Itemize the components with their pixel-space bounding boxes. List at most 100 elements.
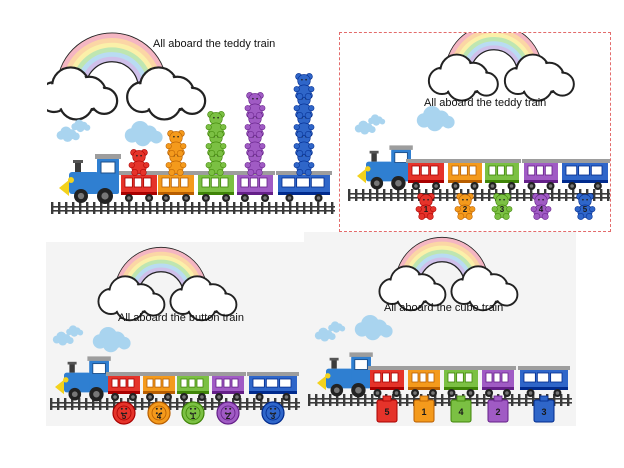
train-engine-icon (314, 321, 373, 398)
bear-leg (176, 150, 184, 157)
button-rim (185, 405, 201, 421)
wagon-window (536, 372, 550, 383)
wheel-hub (373, 180, 380, 187)
cowcatcher (55, 379, 64, 395)
smoke-cloud (368, 114, 386, 126)
wheel-hub (490, 184, 495, 188)
button-rim (265, 405, 281, 421)
bear-leg (216, 131, 224, 138)
railway-track (348, 189, 610, 201)
bear-leg (304, 131, 312, 138)
track-sleeper (362, 189, 365, 201)
number-label: 1 (424, 205, 429, 214)
engine-chimney-top (67, 361, 77, 365)
bear-leg (304, 93, 312, 100)
number-label: 5 (384, 407, 389, 417)
engine-boiler (69, 172, 99, 194)
number-label: 1 (421, 407, 426, 417)
wagon-window (451, 165, 460, 176)
track-sleeper (446, 189, 449, 201)
engine-window (100, 161, 116, 174)
engine-boiler (326, 368, 353, 389)
wagon-window (501, 372, 509, 383)
wagon-base (143, 391, 175, 394)
track-sleeper (58, 202, 61, 214)
wheel-hub (509, 184, 514, 188)
button-hole (160, 412, 163, 415)
teddy-tower-panel: All aboard the teddy train (47, 28, 339, 228)
wagon-window (111, 378, 119, 388)
wheel-hub (217, 395, 221, 399)
wheel-hub (127, 196, 131, 200)
wagon-base (562, 180, 608, 183)
train-wagon (119, 171, 159, 202)
wheel-hub (148, 395, 152, 399)
track-sleeper (607, 189, 610, 201)
wagon-base (444, 387, 478, 390)
wagon-base (408, 387, 440, 390)
wagon-window (485, 372, 493, 383)
track-sleeper (65, 202, 68, 214)
wagon-roof (518, 366, 570, 370)
cloud-icon (97, 275, 166, 322)
wagon-window (281, 177, 296, 188)
cloud-icon (503, 53, 575, 102)
button-icon (147, 401, 171, 425)
wheel-hub (77, 192, 85, 200)
wagon-roof (175, 372, 211, 376)
wheel-hub (394, 391, 399, 395)
bear-arm (244, 105, 251, 112)
bear-leg (208, 169, 216, 176)
button-icon (216, 401, 240, 425)
smoke-cloud (66, 325, 84, 337)
track-sleeper (113, 398, 116, 410)
button-hole (120, 412, 123, 415)
cloud-icon (126, 66, 207, 121)
cube-nub (493, 395, 503, 402)
wheel-hub (413, 391, 417, 395)
bear-arm (259, 105, 266, 112)
button-hole (194, 407, 197, 410)
track-sleeper (149, 202, 152, 214)
track-sleeper (288, 398, 291, 410)
track-sleeper (439, 189, 442, 201)
number-label: 5 (122, 412, 127, 421)
engine-chimney-top (73, 160, 83, 163)
track-sleeper (303, 202, 306, 214)
track-sleeper (79, 202, 82, 214)
track-sleeper (239, 398, 242, 410)
wheel-hub (284, 395, 289, 399)
track-sleeper (64, 398, 67, 410)
engine-roof (389, 145, 413, 150)
track-sleeper (114, 202, 117, 214)
wheel-hub (434, 184, 438, 188)
engine-chimney (371, 152, 377, 162)
track-sleeper (488, 189, 491, 201)
bear-eye (423, 198, 425, 201)
bear-leg (255, 150, 263, 157)
track-sleeper (246, 398, 249, 410)
track-sleeper (364, 394, 367, 406)
wagon-base (108, 391, 140, 394)
track-sleeper (183, 398, 186, 410)
wagon-window (223, 378, 231, 388)
bear-leg (418, 213, 426, 220)
engine-lamp (68, 177, 74, 183)
bear-arm (259, 162, 266, 169)
engine-window (92, 363, 106, 374)
bear-arm (469, 206, 476, 213)
track-rail (51, 206, 335, 208)
wagon-window (201, 177, 210, 188)
track-sleeper (169, 398, 172, 410)
bear-leg (296, 93, 304, 100)
bear-arm (205, 124, 212, 131)
wheel-hub (263, 196, 267, 200)
track-sleeper (72, 202, 75, 214)
wagon-window (133, 177, 143, 188)
bear-leg (208, 150, 216, 157)
track-sleeper (93, 202, 96, 214)
train-wagon (247, 372, 299, 401)
track-sleeper (324, 202, 327, 214)
